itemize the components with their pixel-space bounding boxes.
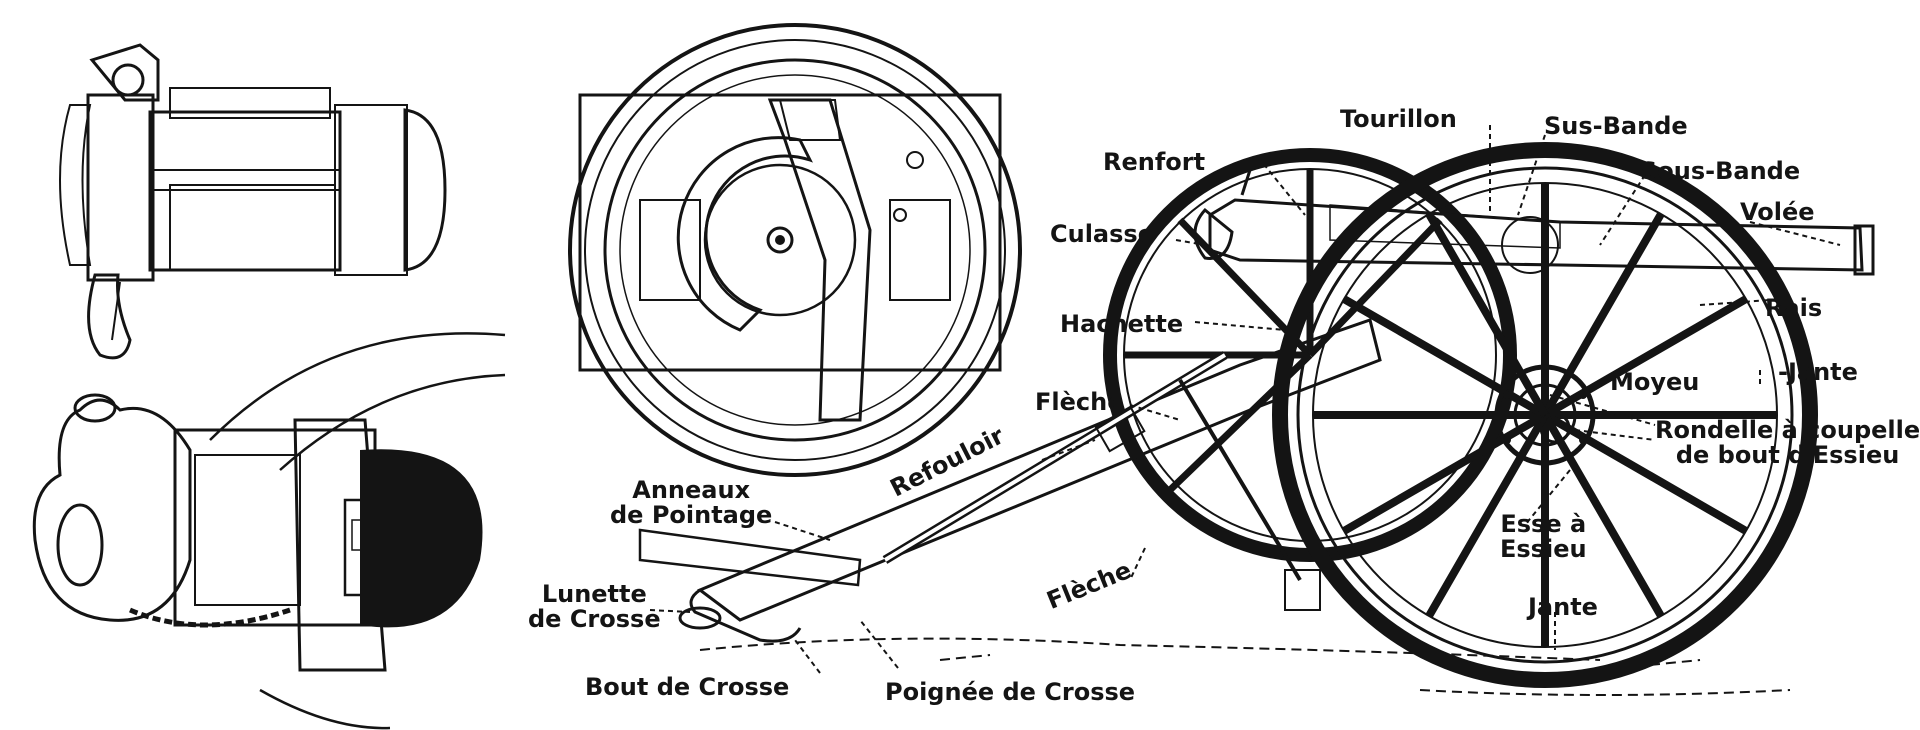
label-hachette: Hachette: [1060, 310, 1184, 338]
label-sous-bande: Sous-Bande: [1640, 157, 1801, 185]
label-culasse: Culasse: [1050, 220, 1154, 248]
label-fleche-top: Flèche: [1035, 388, 1124, 416]
label-lunette-line2: de Crosse: [528, 605, 661, 634]
breech-open-view-figure: [32, 332, 506, 730]
label-volee: Volée: [1740, 198, 1815, 226]
label-lunette-line1: Lunette: [541, 580, 647, 608]
label-moyeu: Moyeu: [1610, 368, 1700, 396]
label-rondelle-line2: de bout d'Essieu: [1675, 441, 1900, 470]
field-cannon-figure: [638, 142, 1875, 696]
breech-side-view-figure: [59, 43, 447, 360]
label-anneaux-line1: Anneaux: [632, 476, 751, 504]
leader-lines: [649, 125, 1841, 674]
label-esse-line2: Essieu: [1500, 535, 1587, 564]
breech-front-view-figure: [568, 23, 1022, 477]
label-bout-de-crosse: Bout de Crosse: [585, 673, 790, 701]
label-esse-line1: Esse à: [1500, 510, 1587, 538]
label-jante-right: -Jante: [1778, 358, 1858, 386]
label-tourillon: Tourillon: [1340, 105, 1457, 133]
label-poignee-de-crosse: Poignée de Crosse: [885, 678, 1136, 706]
label-jante-bottom: Jante: [1528, 593, 1598, 621]
label-rondelle-line1: Rondelle à coupelle: [1655, 416, 1920, 444]
label-renfort: Renfort: [1103, 148, 1206, 176]
label-anneaux-line2: de Pointage: [610, 501, 773, 530]
label-sus-bande: Sus-Bande: [1544, 112, 1688, 140]
label-rais: Rais: [1765, 294, 1823, 322]
